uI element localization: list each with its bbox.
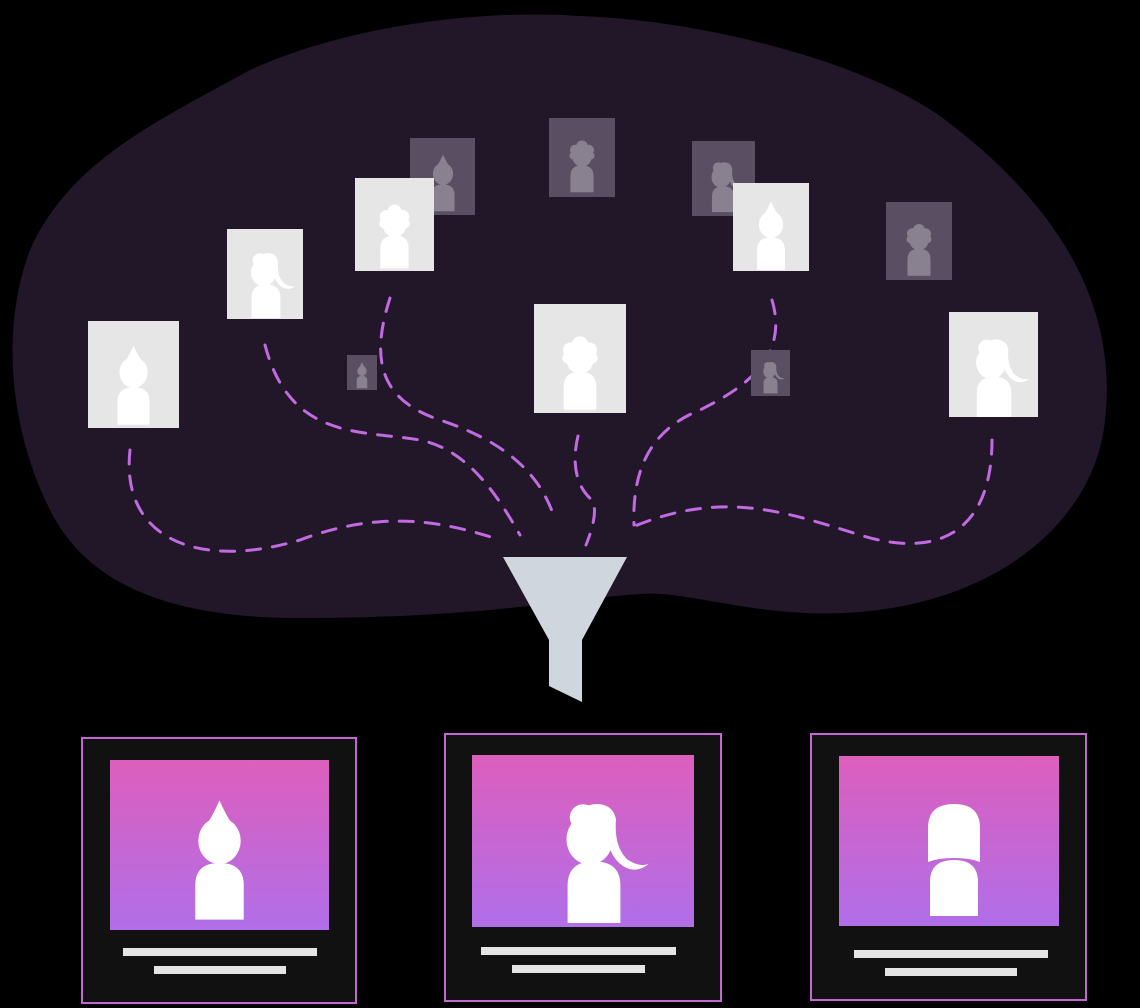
connector-line [573,434,596,547]
candidate-card [355,178,434,271]
caption-line [512,965,645,973]
candidate-card [949,312,1038,417]
caption-line [885,968,1017,976]
candidate-card [227,229,303,319]
result-card [444,733,722,1002]
caption-line [154,966,286,974]
faded-candidate-card [751,350,790,396]
selected-results [81,733,1087,1004]
faded-candidate-card [549,118,615,197]
faded-candidate-card [886,202,952,280]
connector-line [632,298,778,527]
candidate-card [88,321,179,428]
result-card [81,737,357,1004]
candidate-card [534,304,626,413]
funnel-icon [503,557,627,702]
connector-line [127,448,502,553]
faded-candidates [347,118,952,396]
caption-line [481,947,676,955]
highlighted-candidates [88,178,1038,428]
result-card [810,733,1087,1001]
connector-line [379,296,557,522]
connector-lines [127,296,994,553]
candidate-card [733,183,809,271]
connector-line [263,343,522,537]
caption-line [854,950,1048,958]
caption-line [123,948,317,956]
faded-candidate-card [347,355,377,390]
